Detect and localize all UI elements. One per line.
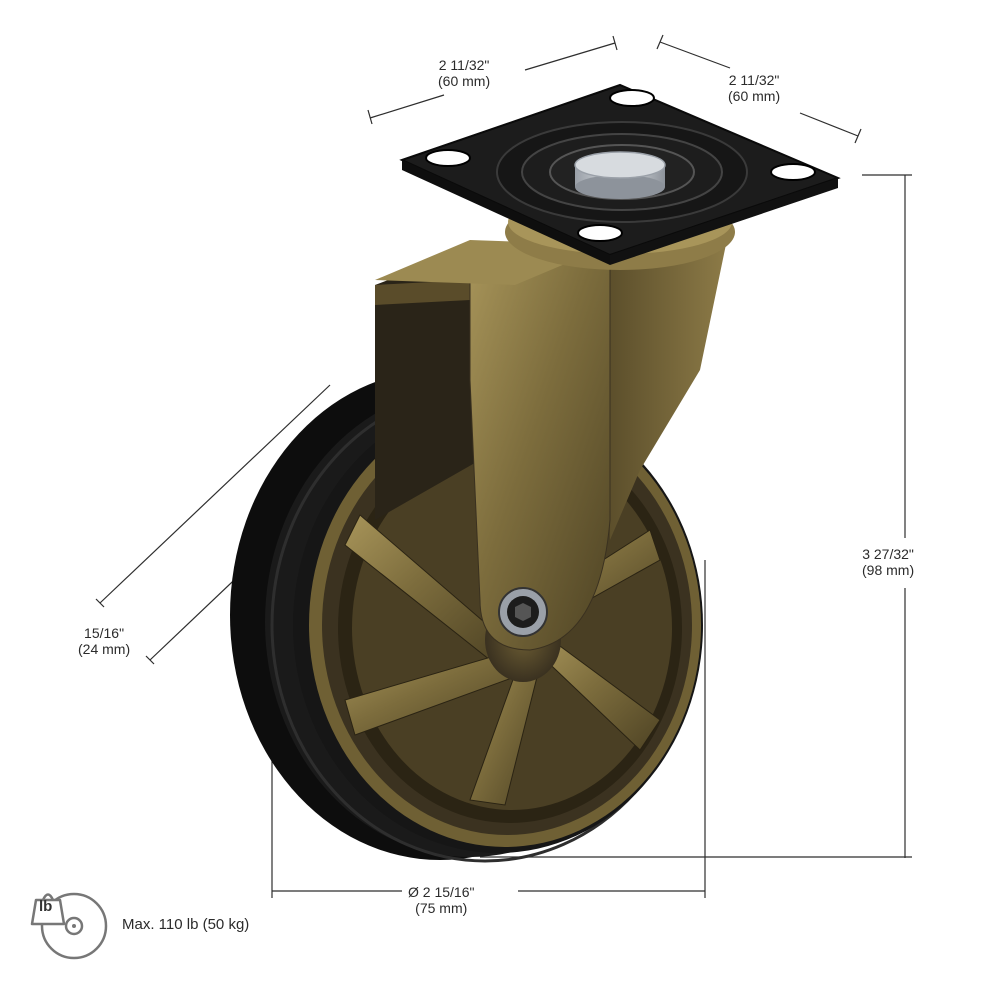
dim-plate-depth-metric: (60 mm) xyxy=(728,88,781,104)
dim-tread-metric: (24 mm) xyxy=(78,641,131,657)
fork xyxy=(375,225,730,651)
dim-line-tread xyxy=(99,384,331,604)
dim-line-plate-depth-right xyxy=(799,112,859,137)
dim-height-metric: (98 mm) xyxy=(862,562,915,578)
dim-line-plate-width-right xyxy=(524,42,616,71)
dim-plate-depth-imperial: 2 11/32" xyxy=(728,72,780,88)
dim-line-plate-depth xyxy=(659,41,731,69)
mounting-plate xyxy=(399,83,841,265)
max-load-label: Max. 110 lb (50 kg) xyxy=(122,916,250,933)
dim-plate-width-imperial: 2 11/32" xyxy=(438,57,490,73)
axle-bolt-icon xyxy=(498,587,548,637)
dim-tread-imperial: 15/16" xyxy=(84,625,125,641)
dim-diameter-metric: (75 mm) xyxy=(415,900,468,916)
dim-line-plate-width xyxy=(369,94,445,119)
weight-load-icon xyxy=(30,892,108,960)
dim-plate-width-metric: (60 mm) xyxy=(438,73,491,89)
dim-height-label: 3 27/32" (98 mm) xyxy=(862,546,914,578)
weight-unit-label: lb xyxy=(39,898,53,915)
dim-diameter-imperial: Ø 2 15/16" xyxy=(408,884,475,900)
dim-plate-depth-label: 2 11/32" (60 mm) xyxy=(728,72,780,104)
dim-tread-label: 15/16" (24 mm) xyxy=(78,625,130,657)
dim-diameter-label: Ø 2 15/16" (75 mm) xyxy=(408,884,474,916)
dim-height-imperial: 3 27/32" xyxy=(862,546,914,562)
dim-plate-width-label: 2 11/32" (60 mm) xyxy=(438,57,490,89)
